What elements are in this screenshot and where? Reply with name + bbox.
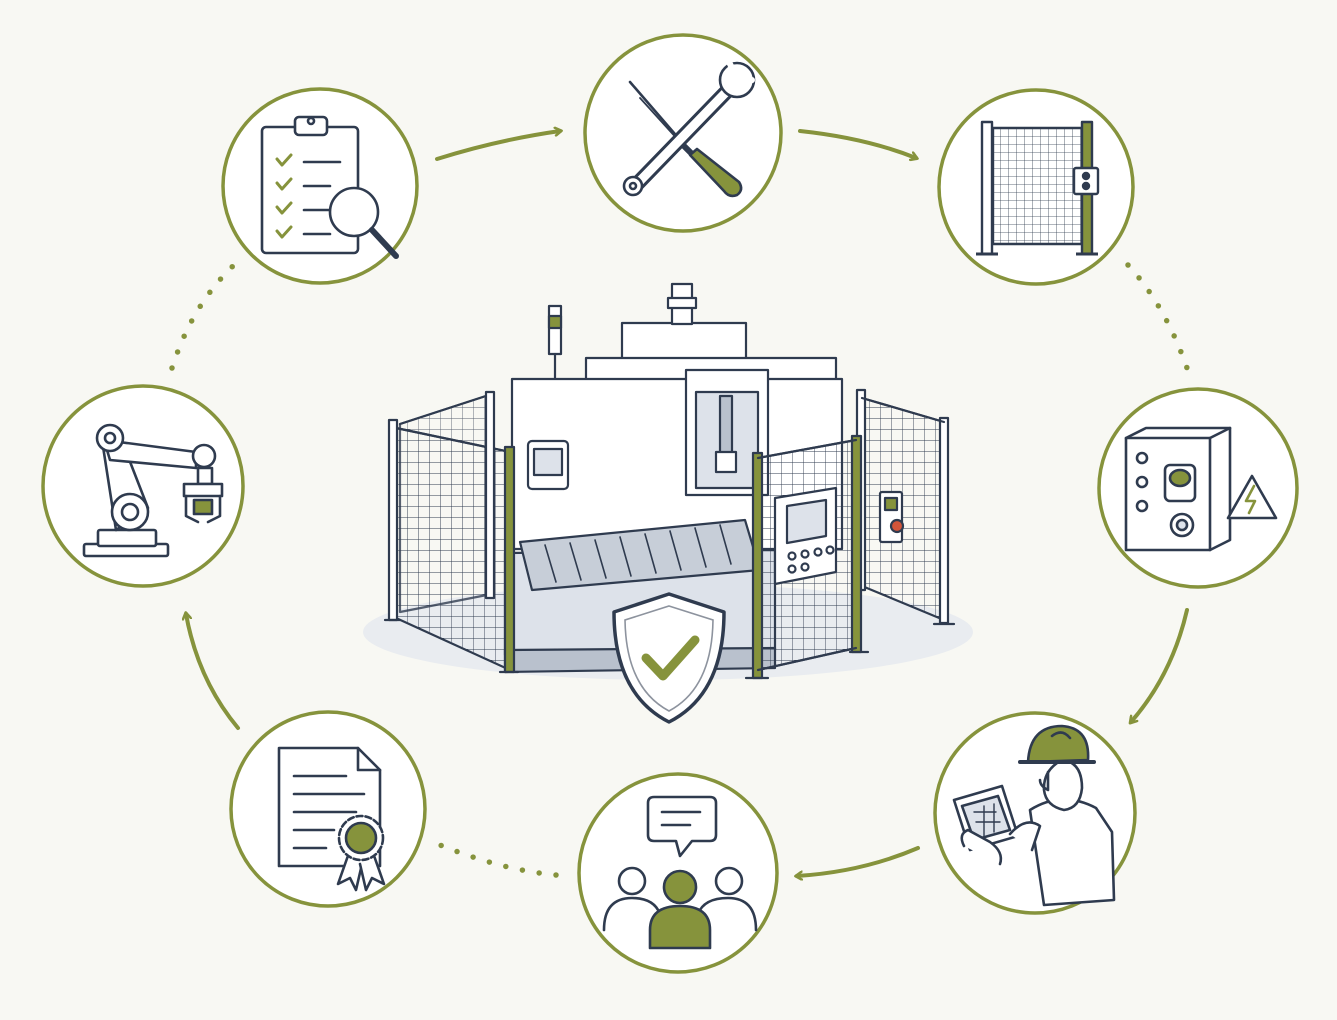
certificate-seal-icon <box>277 746 386 892</box>
team-discussion-icon <box>602 795 758 950</box>
robot-arm-icon <box>82 423 224 558</box>
connector-tools-to-fencing <box>798 129 916 158</box>
step-tools <box>583 33 783 233</box>
step-team-review <box>577 772 779 974</box>
connector-controls-to-field-engineer <box>1131 608 1189 722</box>
connector-team-review-to-certification <box>437 842 559 878</box>
wrench-screwdriver-icon <box>622 59 756 198</box>
step-certification <box>229 710 427 908</box>
connector-robotics-to-inspection <box>169 262 237 371</box>
step-inspection <box>221 87 419 285</box>
connector-field-engineer-to-team-review <box>797 846 920 876</box>
step-fencing <box>937 88 1135 286</box>
control-box-high-voltage-icon <box>1124 426 1278 552</box>
step-field-engineer <box>933 711 1137 915</box>
engineer-hardhat-tablet-icon <box>952 724 1116 907</box>
step-robotics <box>41 384 245 588</box>
clipboard-checklist-magnifier-icon <box>260 115 399 259</box>
shield-check-icon <box>612 592 726 724</box>
guarded-machine-cell-icon <box>363 282 973 680</box>
connector-fencing-to-controls <box>1125 262 1190 371</box>
connector-inspection-to-tools <box>435 131 560 161</box>
mesh-fence-panel-icon <box>976 120 1100 256</box>
step-controls <box>1097 387 1299 589</box>
connector-certification-to-robotics <box>186 614 240 730</box>
